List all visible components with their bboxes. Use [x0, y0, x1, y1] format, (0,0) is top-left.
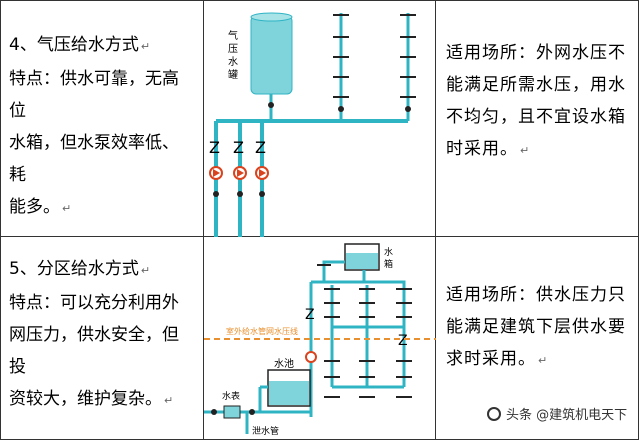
- valve-label: Z: [398, 333, 408, 349]
- table-row: 5、分区给水方式↵ 特点：可以充分利用外 网压力，供水安全，但投 资较大，维护复…: [0, 236, 639, 440]
- applicable-cell: 适用场所：供水压力只 能满足建筑下层供水要 求时采用。↵: [435, 236, 639, 440]
- pressure-line-label: 室外给水管网水压线: [226, 326, 298, 336]
- pneumatic-supply-diagram: 气 压 水 罐: [209, 12, 416, 237]
- applicable-line: 时采用。↵: [446, 139, 531, 159]
- tank-label-1: 气: [228, 29, 238, 42]
- applicable-cell: 适用场所：外网水压不 能满足所需水压，用水 不均匀，且不宜设水箱 时采用。↵: [435, 0, 639, 237]
- feature-line: 水箱，但水泵效率低、耗: [9, 133, 179, 185]
- applicable-line: 求时采用。↵: [446, 349, 549, 369]
- watermark-logo-icon: [487, 406, 501, 421]
- feature-line: 特点：可以充分利用外: [9, 293, 179, 313]
- table-row: 4、气压给水方式↵ 特点：供水可靠，无高位 水箱，但水泵效率低、耗 能多。↵ 气…: [0, 0, 639, 237]
- zoned-supply-diagram: 水 箱 Z Z: [204, 243, 436, 437]
- meter-label: 水表: [222, 390, 240, 402]
- feature-line: 特点：供水可靠，无高位: [9, 69, 179, 121]
- check-valve-label: Z: [255, 138, 266, 157]
- applicable-line: 能满足所需水压，用水: [446, 75, 626, 95]
- watermark: 头条 @建筑机电天下: [487, 404, 627, 423]
- method-title: 5、分区给水方式↵: [9, 259, 151, 279]
- description-cell: 4、气压给水方式↵ 特点：供水可靠，无高位 水箱，但水泵效率低、耗 能多。↵: [0, 0, 204, 237]
- fixture-taps: [333, 14, 416, 98]
- applicable-line: 适用场所：供水压力只: [446, 285, 626, 305]
- check-valve-label: Z: [233, 138, 244, 157]
- valve-label: Z: [305, 307, 315, 323]
- tank-label-3: 水: [228, 56, 238, 68]
- applicable-line: 适用场所：外网水压不: [446, 43, 626, 63]
- check-valve-label: Z: [209, 138, 220, 157]
- feature-line: 网压力，供水安全，但投: [9, 325, 179, 377]
- pressure-tank: [250, 15, 293, 95]
- pump-icons: [209, 166, 269, 180]
- applicable-line: 能满足建筑下层供水要: [446, 317, 626, 337]
- diagram-cell: 水 箱 Z Z: [203, 236, 436, 440]
- water-tank-label-1: 水: [384, 246, 393, 258]
- feature-line: 能多。↵: [9, 197, 72, 217]
- fixture-taps: [324, 288, 412, 398]
- method-title: 4、气压给水方式↵: [9, 35, 151, 55]
- water-tank-label-2: 箱: [384, 258, 393, 270]
- tank-label-4: 罐: [228, 68, 238, 81]
- drain-label: 泄水管: [252, 425, 279, 437]
- description-cell: 5、分区给水方式↵ 特点：可以充分利用外 网压力，供水安全，但投 资较大，维护复…: [0, 236, 204, 440]
- feature-line: 资较大，维护复杂。↵: [9, 389, 174, 409]
- tank-label-2: 压: [228, 43, 238, 55]
- applicable-line: 不均匀，且不宜设水箱: [446, 107, 626, 127]
- pool-label: 水池: [274, 357, 294, 370]
- diagram-cell: 气 压 水 罐: [203, 0, 436, 237]
- pump-icon: [305, 351, 317, 363]
- water-meter: [223, 405, 241, 419]
